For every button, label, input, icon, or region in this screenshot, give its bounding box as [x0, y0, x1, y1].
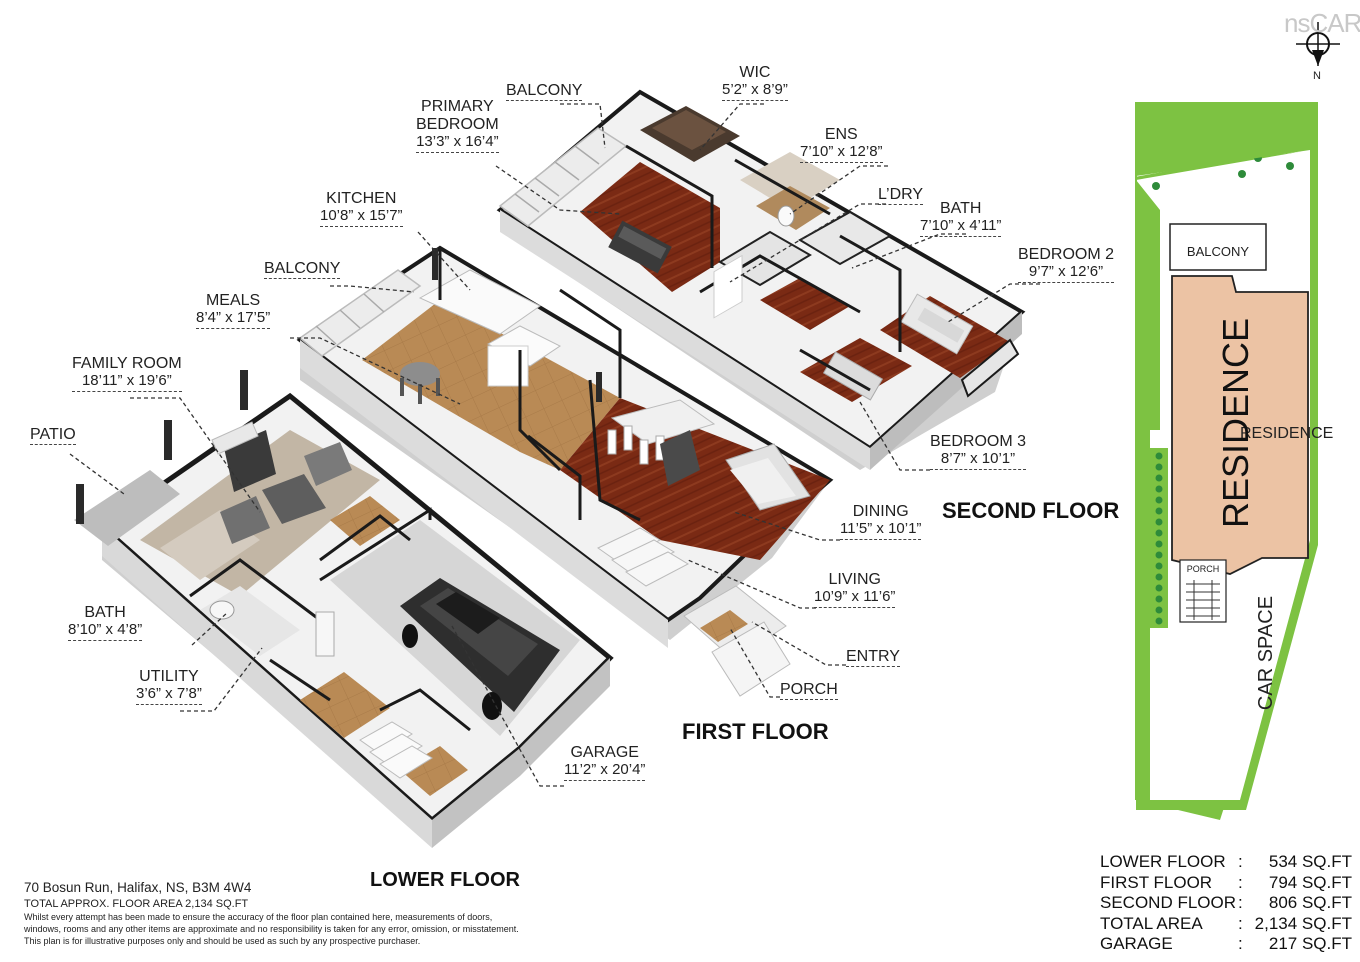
- site-car-space-word: CAR SPACE: [1255, 595, 1277, 711]
- label-porch: PORCH: [780, 681, 838, 700]
- label-wic: WIC 5’2” x 8’9”: [722, 64, 788, 101]
- site-car-space-text: CAR SPACE: [1251, 593, 1281, 713]
- footer-total: TOTAL APPROX. FLOOR AREA 2,134 SQ.FT: [24, 898, 249, 910]
- label-garage: GARAGE 11’2” x 20’4”: [564, 744, 646, 781]
- label-bath-second: BATH 7’10” x 4’11”: [920, 200, 1002, 237]
- label-kitchen: KITCHEN 10’8” x 15’7”: [320, 190, 403, 227]
- site-residence-word: RESIDENCE: [1215, 317, 1256, 528]
- title-lower-floor: LOWER FLOOR: [370, 869, 520, 891]
- area-row-label: SECOND FLOOR: [1100, 893, 1237, 913]
- site-plan: [1135, 102, 1318, 820]
- area-row: GARAGE : 217 SQ.FT: [1100, 934, 1352, 955]
- area-row: SECOND FLOOR : 806 SQ.FT: [1100, 893, 1352, 914]
- area-row: LOWER FLOOR : 534 SQ.FT: [1100, 852, 1352, 873]
- compass-north-label: N: [1313, 70, 1321, 82]
- area-row-sep: :: [1238, 872, 1243, 892]
- area-row-sep: :: [1238, 934, 1243, 954]
- brand-logo: nsCAR: [1284, 8, 1360, 39]
- area-row-value: 217 SQ.FT: [1268, 934, 1352, 954]
- area-row-value: 534 SQ.FT: [1268, 852, 1352, 871]
- area-row-label: LOWER FLOOR: [1100, 852, 1226, 871]
- footer-address: 70 Bosun Run, Halifax, NS, B3M 4W4: [24, 880, 252, 895]
- area-summary-table: LOWER FLOOR : 534 SQ.FT FIRST FLOOR : 79…: [1100, 852, 1352, 955]
- label-balcony-second: BALCONY: [506, 82, 583, 101]
- lower-floor-model: [74, 370, 614, 848]
- label-bath-lower: BATH 8’10” x 4’8”: [68, 604, 143, 641]
- footer-disclaimer-1: Whilst every attempt has been made to en…: [24, 912, 493, 922]
- title-first-floor: FIRST FLOOR: [682, 719, 829, 744]
- label-balcony-first: BALCONY: [264, 260, 341, 279]
- area-row-sep: :: [1238, 913, 1243, 933]
- label-utility: UTILITY 3’6” x 7’8”: [136, 668, 202, 705]
- area-row-value: 806 SQ.FT: [1268, 893, 1352, 913]
- label-meals: MEALS 8’4” x 17’5”: [196, 292, 271, 329]
- first-floor-model: [296, 245, 834, 697]
- label-primary-bedroom: PRIMARY BEDROOM 13’3” x 16’4”: [416, 98, 499, 153]
- footer-disclaimer-3: This plan is for illustrative purposes o…: [24, 936, 421, 946]
- area-row-label: GARAGE: [1100, 934, 1173, 954]
- area-row-value: 2,134 SQ.FT: [1254, 913, 1352, 933]
- label-dining: DINING 11’5” x 10’1”: [840, 503, 922, 540]
- title-second-floor: SECOND FLOOR: [942, 498, 1120, 523]
- leader-lines: [69, 103, 1040, 787]
- label-patio: PATIO: [30, 426, 76, 445]
- second-floor-model: [496, 89, 1026, 470]
- label-bedroom-3: BEDROOM 3 8’7” x 10’1”: [930, 433, 1027, 470]
- footer-disclaimer-2: windows, rooms and any other items are a…: [24, 924, 519, 934]
- label-living: LIVING 10’9” x 11’6”: [814, 571, 896, 608]
- area-row-label: FIRST FLOOR: [1100, 872, 1213, 892]
- label-family-room: FAMILY ROOM 18’11” x 19’6”: [72, 355, 182, 392]
- label-entry: ENTRY: [846, 648, 900, 667]
- site-balcony-label: BALCONY: [1186, 244, 1250, 259]
- area-row-value: 794 SQ.FT: [1268, 872, 1352, 892]
- area-row-sep: :: [1238, 852, 1243, 871]
- area-row: FIRST FLOOR : 794 SQ.FT: [1100, 873, 1352, 894]
- brand-logo-text: nsCAR: [1284, 8, 1360, 38]
- label-bedroom-2: BEDROOM 2 9’7” x 12’6”: [1018, 246, 1115, 283]
- area-row-label: TOTAL AREA: [1100, 913, 1203, 933]
- area-row: TOTAL AREA : 2,134 SQ.FT: [1100, 914, 1352, 935]
- site-residence-text: RESIDENCE: [1215, 318, 1256, 528]
- label-laundry: L’DRY: [878, 186, 924, 205]
- site-porch-label: PORCH: [1186, 564, 1220, 574]
- label-ens: ENS 7’10” x 12’8”: [800, 126, 883, 163]
- compass-icon: [1296, 22, 1340, 66]
- area-row-sep: :: [1238, 893, 1243, 913]
